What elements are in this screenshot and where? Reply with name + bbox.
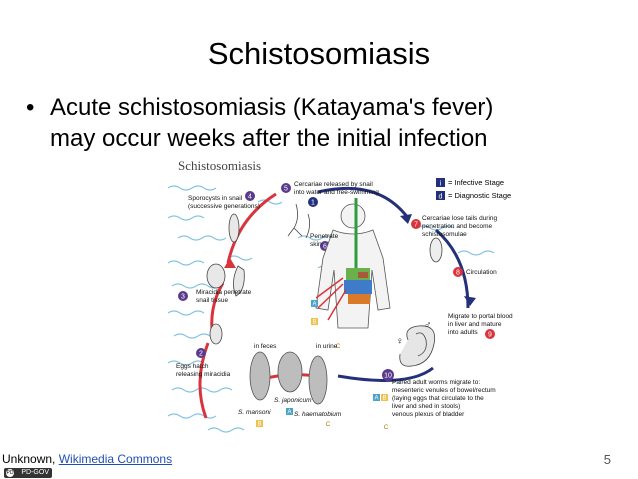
bullet-line-2: may occur weeks after the initial infect… [50,125,488,152]
svg-text:(laying eggs that circulate to: (laying eggs that circulate to the [392,395,484,402]
svg-text:S. mansoni: S. mansoni [238,409,271,416]
svg-text:Cercariae lose tails during: Cercariae lose tails during [422,215,498,222]
svg-text:Circulation: Circulation [466,269,497,276]
svg-text:5: 5 [284,186,288,193]
svg-text:S. haematobium: S. haematobium [294,411,342,418]
svg-text:7: 7 [414,222,418,229]
egg-icons [249,351,328,405]
step-badges: 5 4 3 2 1 6 7 8 9 10 [178,183,495,381]
svg-text:snail tissue: snail tissue [196,297,229,304]
svg-text:B: B [312,320,316,326]
license-badge: PD PD-GOV [4,468,52,478]
legend-diagnostic: = Diagnostic Stage [448,191,511,200]
organs [344,268,372,304]
svg-text:A: A [312,302,316,308]
svg-text:in liver and mature: in liver and mature [448,321,502,328]
svg-text:in feces: in feces [254,343,277,350]
svg-text:Penetrate: Penetrate [310,233,339,240]
svg-text:Miracidia penetrate: Miracidia penetrate [196,289,252,296]
svg-text:Sporocysts in snail: Sporocysts in snail [188,195,243,202]
diagram-labels: Sporocysts in snail (successive generati… [176,181,513,418]
svg-text:i: i [440,181,442,188]
svg-text:3: 3 [181,294,185,301]
svg-text:8: 8 [456,270,460,277]
snail-icons [206,213,245,345]
image-credit: Unknown, Wikimedia Commons [2,452,172,466]
svg-text:B: B [382,396,386,402]
slide-title: Schistosomiasis [207,36,431,71]
svg-text:Eggs hatch: Eggs hatch [176,363,209,370]
cercaria-icon [287,203,310,239]
bullet-text: Acute schistosomiasis (Katayama's fever)… [50,92,630,154]
svg-text:Migrate to portal blood: Migrate to portal blood [448,313,513,320]
svg-text:Paired adult worms migrate to:: Paired adult worms migrate to: [392,379,480,386]
svg-text:C: C [326,422,331,428]
svg-text:mesenteric venules of bowel/re: mesenteric venules of bowel/rectum [392,387,496,394]
svg-text:♂: ♂ [424,320,432,331]
svg-text:A: A [374,396,378,402]
wikimedia-commons-link[interactable]: Wikimedia Commons [58,452,173,466]
svg-text:in urine: in urine [316,343,338,350]
schistosomula-icon [429,237,443,263]
route-markers: A B C A B C A B C [256,300,389,431]
svg-text:2: 2 [199,351,203,358]
svg-text:d: d [439,194,443,201]
bullet-line-1: Acute schistosomiasis (Katayama's fever) [50,94,494,121]
svg-text:Cercariae released by snail: Cercariae released by snail [294,181,373,188]
svg-text:releasing miracidia: releasing miracidia [176,371,231,378]
svg-text:S. japonicum: S. japonicum [274,397,312,404]
legend: i = Infective Stage d = Diagnostic Stage [436,178,511,201]
svg-text:4: 4 [248,194,252,201]
bullet-marker: • [26,94,35,121]
page-number: 5 [603,452,611,467]
svg-text:into adults: into adults [448,329,478,336]
adult-worms-icon [399,325,436,367]
svg-text:(successive generations): (successive generations) [188,203,260,210]
svg-text:A: A [287,410,291,416]
public-domain-icon: PD [6,469,14,477]
svg-text:10: 10 [384,373,392,380]
svg-text:into water and free-swimming: into water and free-swimming [294,189,379,196]
life-cycle-diagram: Schistosomiasis i = Infective Stage d = … [168,158,513,433]
svg-text:♀: ♀ [396,336,404,347]
svg-text:6: 6 [323,244,327,251]
svg-text:C: C [336,344,341,350]
svg-text:venous plexus of bladder: venous plexus of bladder [392,411,465,418]
svg-text:B: B [257,422,261,428]
svg-text:C: C [384,425,389,431]
svg-text:skin: skin [310,241,322,248]
svg-text:penetration and become: penetration and become [422,223,492,230]
credit-author: Unknown, [2,452,56,466]
svg-text:schistosomulae: schistosomulae [422,231,467,238]
diagram-title: Schistosomiasis [178,158,261,173]
svg-text:9: 9 [488,332,492,339]
human-body-figure [315,203,391,329]
svg-text:liver and shed in stools): liver and shed in stools) [392,403,460,410]
svg-text:1: 1 [311,200,315,207]
legend-infective: = Infective Stage [448,178,504,187]
